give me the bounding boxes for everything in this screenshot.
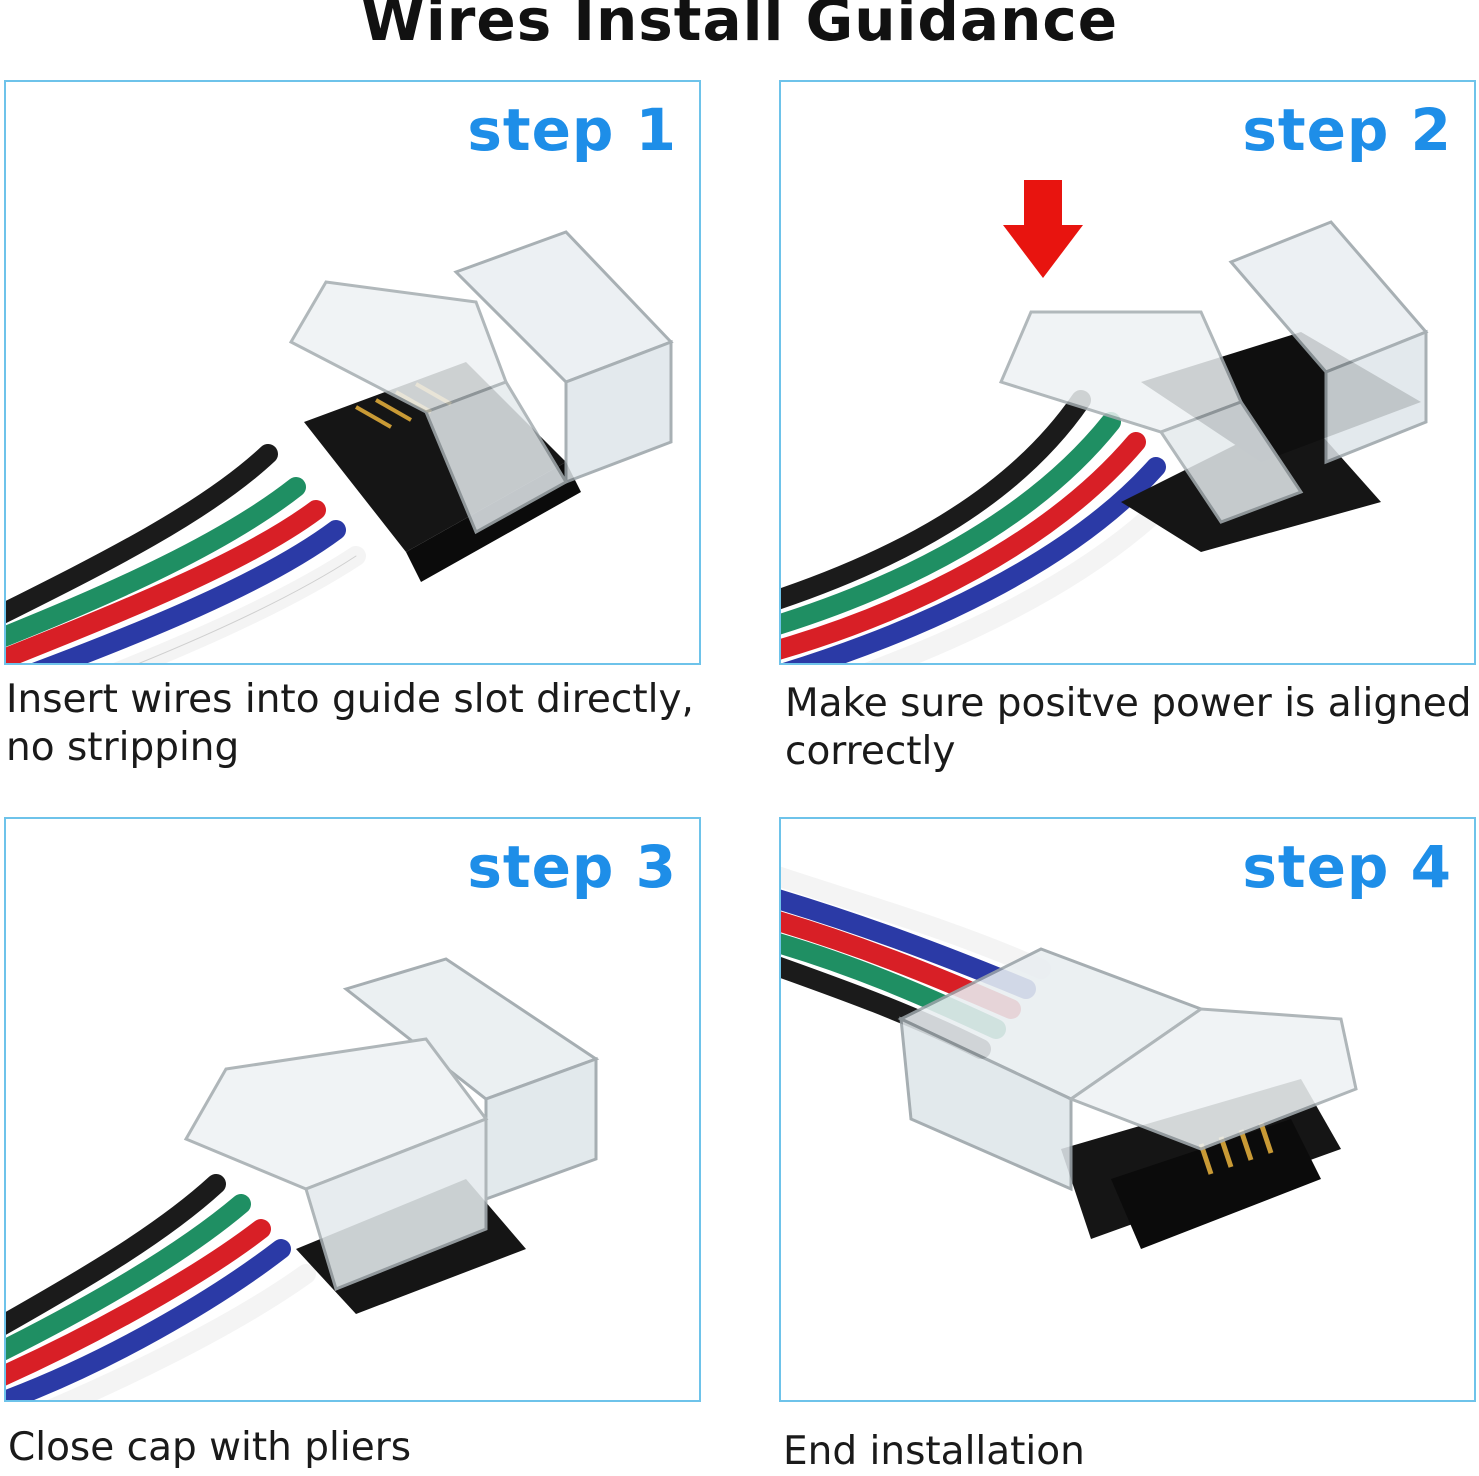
step-2-caption-line-1: Make sure positve power is aligned [785, 681, 1472, 726]
step-1-caption: Insert wires into guide slot directly, n… [6, 676, 706, 772]
wire-bundle [781, 390, 1186, 663]
step-1-panel: step 1 [4, 80, 701, 665]
step-2-panel: step 2 [779, 80, 1476, 665]
step-3-illustration [6, 957, 600, 1400]
clear-cap [998, 220, 1429, 524]
step-1-label: step 1 [467, 96, 677, 164]
step-3-panel: step 3 [4, 817, 701, 1402]
step-4-illustration [781, 866, 1358, 1249]
step-4-caption: End installation [783, 1428, 1479, 1476]
step-3-label: step 3 [467, 833, 677, 901]
step-2-caption: Make sure positve power is aligned corre… [785, 680, 1479, 776]
step-3-caption-line-1: Close cap with pliers [8, 1425, 412, 1470]
step-3-caption: Close cap with pliers [8, 1424, 708, 1472]
clear-cap [288, 230, 674, 535]
clear-cap [183, 957, 600, 1292]
wire-bundle [6, 1174, 316, 1400]
step-4-panel: step 4 [779, 817, 1476, 1402]
step-2-caption-line-2: correctly [785, 729, 956, 774]
step-1-caption-line-2: no stripping [6, 725, 240, 770]
step-4-caption-line-1: End installation [783, 1429, 1085, 1474]
page-title: Wires Install Guidance [360, 0, 1119, 54]
press-down-arrow-icon [1003, 180, 1083, 278]
step-1-illustration [6, 230, 674, 663]
clear-cap [897, 947, 1358, 1192]
step-1-caption-line-1: Insert wires into guide slot directly, [6, 677, 694, 722]
step-2-illustration [781, 180, 1429, 663]
wire-bundle [6, 444, 366, 663]
step-2-label: step 2 [1242, 96, 1452, 164]
step-4-label: step 4 [1242, 833, 1452, 901]
